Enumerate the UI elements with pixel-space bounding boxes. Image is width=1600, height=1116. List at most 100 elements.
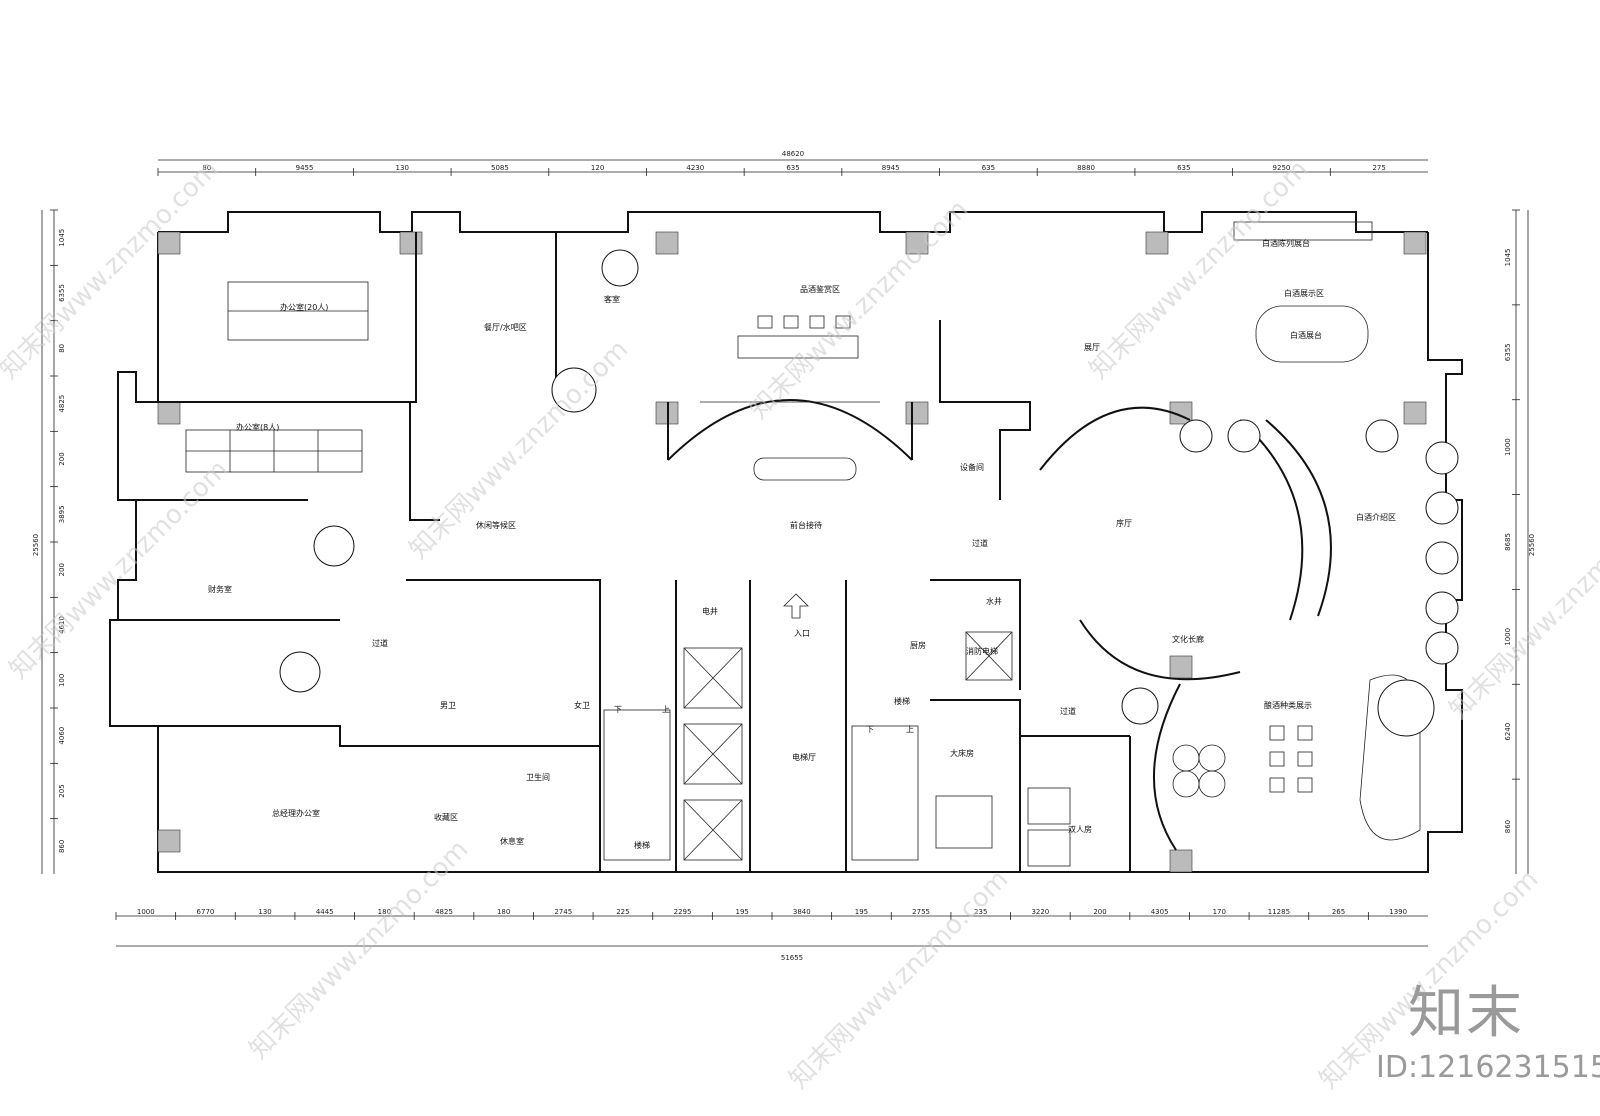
elevators [683, 631, 1013, 861]
watermark-text: 知末网www.znzmo.com [0, 154, 224, 385]
dimension-segment: 4825 [435, 908, 453, 916]
room-labels: 办公室(20人) 办公室(8人) 餐厅/水吧区 客室 品酒鉴赏区 展厅 白酒陈列… [208, 238, 1396, 850]
dimension-segment: 1000 [1504, 438, 1512, 456]
tasting-counter [737, 315, 859, 359]
label-gm-office: 总经理办公室 [272, 808, 320, 818]
dimension-segment: 9250 [1273, 164, 1291, 172]
dimension-segment: 1045 [1504, 249, 1512, 267]
dimension-segment: 635 [982, 164, 995, 172]
conference-table-20 [227, 281, 369, 341]
brand-logo-text: 知末 [1408, 981, 1524, 1046]
dimension-segment: 265 [1332, 908, 1345, 916]
label-corridor3: 过道 [1060, 706, 1076, 716]
dimension-segment: 1000 [1504, 628, 1512, 646]
dimension-segment: 225 [616, 908, 629, 916]
dimension-segment: 8685 [1504, 533, 1512, 551]
dimension-segment: 180 [378, 908, 391, 916]
dimension-segment: 200 [58, 452, 66, 465]
dimension-segment: 200 [1093, 908, 1106, 916]
dimension-segment: 170 [1213, 908, 1226, 916]
watermark-text: 知末网www.znzmo.com [244, 834, 475, 1065]
dimension-segment: 195 [855, 908, 868, 916]
dimension-segment: 235 [974, 908, 987, 916]
dimension-segment: 5085 [491, 164, 509, 172]
dimension-segment: 3220 [1031, 908, 1049, 916]
label-baijiu-area: 白酒展示区 [1284, 288, 1324, 298]
dimension-segment: 6770 [197, 908, 215, 916]
label-corridor1: 过道 [972, 538, 988, 548]
label-baijiu-table: 白酒展台 [1290, 330, 1322, 340]
dimension-segment: 130 [396, 164, 409, 172]
label-electric: 电井 [702, 606, 718, 616]
beds [935, 787, 1071, 867]
label-finance: 财务室 [208, 584, 232, 594]
exterior-walls [109, 211, 1463, 873]
dimension-segment: 4825 [58, 395, 66, 413]
label-tasting: 品酒鉴赏区 [800, 284, 840, 294]
dimension-segment: 200 [58, 563, 66, 576]
label-culture-corridor: 文化长廊 [1172, 634, 1204, 644]
label-master-bedroom: 大床房 [950, 748, 974, 758]
label-elevator-hall: 电梯厅 [792, 752, 816, 762]
baijiu-table [1255, 305, 1369, 363]
right-total-dim: 25560 [1528, 534, 1536, 556]
dimension-segment: 80 [202, 164, 211, 172]
stairs [603, 709, 919, 861]
workstations-8 [185, 429, 363, 473]
dimension-segment: 6240 [1504, 723, 1512, 741]
watermark-text: 知末网www.znzmo.com [1084, 154, 1315, 385]
label-kitchen: 厨房 [910, 640, 926, 650]
label-down2: 下 [866, 725, 874, 734]
dimension-segment: 2755 [912, 908, 930, 916]
label-male-wc: 男卫 [440, 701, 456, 710]
front-desk-counter [753, 457, 857, 481]
dimension-segment: 4610 [58, 616, 66, 634]
label-down1: 下 [614, 705, 622, 714]
dimension-segment: 2745 [554, 908, 572, 916]
label-corridor2: 过道 [372, 638, 388, 648]
dimension-segment: 11285 [1268, 908, 1290, 916]
dimension-segment: 2295 [674, 908, 692, 916]
label-office8: 办公室(8人) [236, 422, 279, 432]
baijiu-display-shelf [1233, 221, 1373, 241]
dimension-segment: 1045 [58, 229, 66, 247]
left-total-dim: 25560 [32, 534, 40, 556]
label-foyer: 序厅 [1116, 518, 1132, 528]
label-guest: 客室 [604, 294, 620, 304]
dimension-segment: 120 [591, 164, 604, 172]
dimension-segment: 1390 [1389, 908, 1407, 916]
dimension-segment: 4230 [686, 164, 704, 172]
watermark-text: 知末网www.znzmo.com [784, 864, 1015, 1095]
dimension-segment: 100 [58, 674, 66, 687]
label-front-desk: 前台接待 [790, 520, 822, 530]
left-dimension: 25560 1045 6355 80 4825 200 3895 200 4610 100 406… [32, 209, 66, 874]
label-restroom: 卫生间 [526, 772, 550, 782]
label-stair2: 楼梯 [894, 696, 910, 706]
label-up1: 上 [662, 705, 670, 714]
label-baijiu-shelf: 白酒陈列展台 [1262, 238, 1310, 248]
dimension-segment: 130 [258, 908, 271, 916]
label-rest-room: 休息室 [500, 836, 524, 846]
dimension-segment: 6355 [58, 284, 66, 302]
label-baijiu-intro: 白酒介绍区 [1356, 512, 1396, 522]
watermark-text: 知末网www.znzmo.com [1444, 494, 1600, 725]
dimension-segment: 195 [735, 908, 748, 916]
label-lounge: 休闲等候区 [476, 520, 516, 530]
id-label: ID:1216231515 [1376, 1050, 1600, 1085]
dimension-segment: 9455 [296, 164, 314, 172]
dimension-segment: 1000 [137, 908, 155, 916]
label-female-wc: 女卫 [574, 700, 590, 710]
dimension-segment: 4060 [58, 727, 66, 745]
dimension-segment: 635 [786, 164, 799, 172]
label-hall: 展厅 [1084, 343, 1100, 352]
dimension-segment: 3895 [58, 505, 66, 523]
watermark-text: 知末网www.znzmo.com [4, 454, 235, 685]
top-total-dim: 48620 [782, 150, 804, 158]
dimension-segment: 80 [58, 344, 66, 353]
dimension-segment: 860 [58, 840, 66, 853]
label-fire-elevator: 消防电梯 [966, 646, 998, 656]
label-office20: 办公室(20人) [280, 302, 328, 312]
